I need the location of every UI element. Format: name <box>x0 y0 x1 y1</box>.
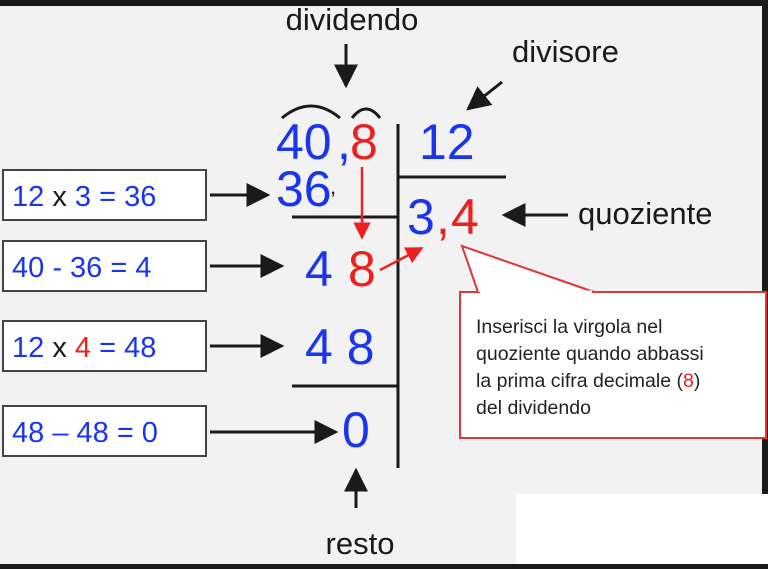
dividend-label: dividendo <box>286 2 419 37</box>
dividend-decimal: 8 <box>350 114 378 170</box>
step-1-op: x <box>44 181 75 213</box>
step-1-right: = 36 <box>91 181 156 213</box>
callout-line-4: del dividendo <box>476 397 591 419</box>
first-product: 36 <box>276 161 332 217</box>
second-product: 4 8 <box>305 319 375 375</box>
step-box-1: 12 x 3 = 36 <box>2 169 207 221</box>
step-3-factor: 4 <box>75 332 91 364</box>
dividend-comma: , <box>337 114 351 170</box>
svg-text:12 x 3 = 36: 12 x 3 = 36 <box>12 181 156 213</box>
step-3-left: 12 <box>12 332 44 364</box>
callout-pointer <box>460 244 595 293</box>
dividend-integer: 40 <box>276 114 332 170</box>
callout-line-3b: ) <box>694 370 701 392</box>
dividend-decimal-arc <box>350 107 382 119</box>
comma-insert-arrow <box>379 246 424 272</box>
divisor-label: divisore <box>512 34 619 69</box>
callout-bubble: Inserisci la virgola nel quoziente quand… <box>459 244 767 439</box>
svg-text:12 x 4 = 48: 12 x 4 = 48 <box>12 332 156 364</box>
divisor-value: 12 <box>419 114 475 170</box>
step-box-2: 40 - 36 = 4 <box>2 240 207 292</box>
callout-highlight: 8 <box>683 370 694 392</box>
small-comma-mark: , <box>330 174 336 199</box>
quotient-decimal: 4 <box>451 189 479 245</box>
step-4-text: 48 – 48 = 0 <box>12 417 158 449</box>
lowered-digit: 8 <box>348 241 376 297</box>
step-box-4: 48 – 48 = 0 <box>2 405 207 457</box>
divisor-arrow <box>466 80 503 111</box>
remainder-label: resto <box>326 526 395 561</box>
step-3-right: = 48 <box>91 332 156 364</box>
white-corner-patch <box>516 494 768 564</box>
quotient-integer: 3 <box>407 189 435 245</box>
quotient-label: quoziente <box>578 196 712 231</box>
dividend-integer-arc <box>281 104 341 120</box>
step-box-3: 12 x 4 = 48 <box>2 320 207 372</box>
callout-line-3a: la prima cifra decimale ( <box>476 370 683 392</box>
step-1-factor: 3 <box>75 181 91 213</box>
partial-remainder: 4 <box>305 241 333 297</box>
quotient-comma: , <box>436 189 450 245</box>
remainder-value: 0 <box>342 402 370 458</box>
step-3-op: x <box>44 332 75 364</box>
svg-text:la prima cifra decimale (8): la prima cifra decimale (8) <box>476 370 700 392</box>
callout-line-2: quoziente quando abbassi <box>476 343 704 365</box>
step-1-left: 12 <box>12 181 44 213</box>
callout-line-1: Inserisci la virgola nel <box>476 316 662 338</box>
step-2-text: 40 - 36 = 4 <box>12 252 151 284</box>
callout-box <box>459 291 767 439</box>
